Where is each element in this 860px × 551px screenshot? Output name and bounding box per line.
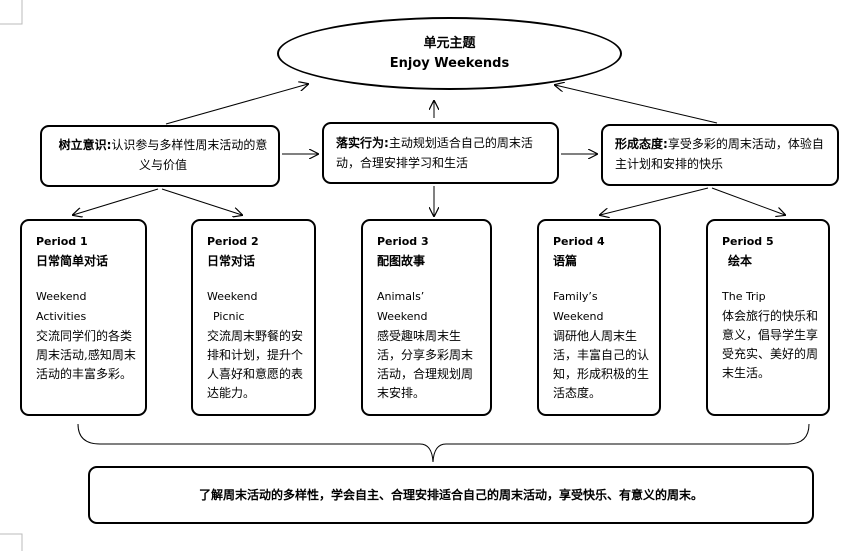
period-type: 日常简单对话 — [36, 254, 109, 268]
goal-label: 树立意识: — [58, 138, 112, 152]
period-description: 体会旅行的快乐和意义，倡导学生享受充实、美好的周末生活。 — [722, 309, 819, 380]
goal-attitude-box: 形成态度:享受多彩的周末活动，体验自主计划和安排的快乐 — [601, 124, 839, 186]
goal-text: 认识参与多样性周末活动的意义与价值 — [111, 138, 268, 172]
goal-awareness-box: 树立意识:认识参与多样性周末活动的意义与价值 — [40, 125, 280, 187]
period-title: Period 5 — [722, 235, 774, 248]
theme-ellipse: 单元主题 Enjoy Weekends — [277, 17, 622, 90]
period-title: Period 4 — [553, 235, 605, 248]
period-type: 语篇 — [553, 254, 578, 268]
period-topic-line2: Weekend — [553, 310, 604, 323]
period-title: Period 2 — [207, 235, 259, 248]
arrow-goal3-p5 — [711, 187, 785, 215]
arrow-goal3-theme — [555, 85, 718, 124]
period-3-box: Period 3 配图故事 Animals’ Weekend 感受趣味周末生活，… — [361, 219, 492, 416]
period-topic-line1: Weekend — [36, 290, 87, 303]
theme-title: 单元主题 — [423, 35, 476, 51]
theme-subtitle: Enjoy Weekends — [389, 55, 510, 71]
summary-brace — [77, 423, 810, 463]
period-topic-line1: Weekend — [207, 290, 258, 303]
period-description: 感受趣味周末生活，分享多彩周末活动，合理规划周末安排。 — [377, 329, 474, 400]
period-1-box: Period 1 日常简单对话 Weekend Activities 交流同学们… — [20, 219, 147, 416]
period-type: 配图故事 — [377, 254, 426, 268]
period-topic-line1: Family’s — [553, 290, 598, 303]
arrow-goal1-theme — [165, 84, 308, 125]
goal-label: 形成态度: — [615, 137, 668, 151]
period-type: 日常对话 — [207, 254, 256, 268]
period-topic-line1: The Trip — [722, 290, 766, 303]
period-topic-line2: Activities — [36, 310, 87, 323]
period-topic-line2: Picnic — [213, 310, 245, 323]
summary-box: 了解周末活动的多样性，学会自主、合理安排适合自己的周末活动，享受快乐、有意义的周… — [88, 466, 814, 524]
summary-text: 了解周末活动的多样性，学会自主、合理安排适合自己的周末活动，享受快乐、有意义的周… — [198, 488, 703, 502]
period-description: 交流周末野餐的安排和计划，提升个人喜好和意愿的表达能力。 — [207, 329, 304, 400]
period-description: 交流同学们的各类周末活动,感知周末活动的丰富多彩。 — [36, 329, 136, 381]
period-title: Period 3 — [377, 235, 429, 248]
arrow-goal1-p2 — [161, 188, 242, 215]
period-title: Period 1 — [36, 235, 88, 248]
period-5-box: Period 5 绘本 The Trip 体会旅行的快乐和意义，倡导学生享受充实… — [706, 219, 830, 416]
period-topic-line2: Weekend — [377, 310, 428, 323]
arrow-goal3-p4 — [600, 187, 709, 215]
arrow-goal1-p1 — [73, 188, 159, 215]
goal-text: 主动规划适合自己的周末活动，合理安排学习和生活 — [336, 136, 533, 170]
period-type: 绘本 — [728, 254, 753, 268]
period-topic-line1: Animals’ — [377, 290, 425, 303]
goal-action-box: 落实行为:主动规划适合自己的周末活动，合理安排学习和生活 — [322, 122, 559, 184]
goal-text: 享受多彩的周末活动，体验自主计划和安排的快乐 — [615, 137, 824, 171]
period-2-box: Period 2 日常对话 Weekend Picnic 交流周末野餐的安排和计… — [191, 219, 316, 416]
goal-label: 落实行为: — [336, 136, 389, 150]
period-description: 调研他人周末生活，丰富自己的认知，形成积极的生活态度。 — [553, 329, 650, 400]
period-4-box: Period 4 语篇 Family’s Weekend 调研他人周末生活，丰富… — [537, 219, 661, 416]
